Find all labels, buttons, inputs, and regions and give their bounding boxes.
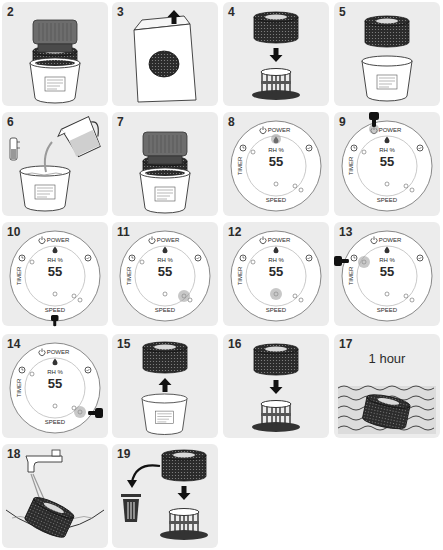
step-number: 18 [7, 448, 20, 460]
speed-label: SPEED [377, 197, 397, 203]
timer-label: TIMER [348, 267, 354, 286]
humidity-value: 55 [48, 377, 62, 390]
timer-label: TIMER [16, 379, 22, 398]
timer-label: TIMER [348, 157, 354, 176]
power-label: POWER [268, 127, 291, 133]
humidity-label: RH % [268, 257, 284, 263]
step-panel: 4 [223, 2, 329, 106]
step-panel: 12POWER TIMER RH % 55SPEED [223, 222, 329, 326]
step-panel: 9POWER TIMER RH % 55SPEED [334, 112, 440, 216]
step-number: 9 [339, 116, 346, 128]
soak-time: 1 hour [369, 352, 406, 365]
humidity-label: RH % [379, 147, 395, 153]
step-number: 15 [117, 338, 130, 350]
step-number: 8 [228, 116, 235, 128]
humidity-value: 55 [269, 155, 283, 168]
step-number: 11 [117, 226, 130, 238]
step-number: 12 [228, 226, 241, 238]
power-label: POWER [157, 237, 180, 243]
humidity-label: RH % [47, 257, 63, 263]
step-number: 14 [7, 338, 20, 350]
speed-label: SPEED [266, 197, 286, 203]
step-number: 10 [7, 226, 20, 238]
power-label: POWER [268, 237, 291, 243]
humidity-value: 55 [48, 265, 62, 278]
step-number: 17 [339, 338, 352, 350]
humidity-label: RH % [47, 369, 63, 375]
power-label: POWER [379, 237, 402, 243]
humidity-label: RH % [379, 257, 395, 263]
step-panel: 10POWER TIMER RH % 55SPEED [2, 222, 108, 326]
humidity-value: 55 [158, 265, 172, 278]
step-number: 2 [7, 6, 14, 18]
speed-label: SPEED [155, 307, 175, 313]
step-panel: 17 1 hour [334, 334, 440, 438]
step-number: 19 [117, 448, 130, 460]
step-panel: 14POWER TIMER RH % 55SPEED [2, 334, 108, 438]
step-number: 3 [117, 6, 124, 18]
humidity-value: 55 [380, 265, 394, 278]
timer-label: TIMER [237, 157, 243, 176]
speed-label: SPEED [266, 307, 286, 313]
step-number: 7 [117, 116, 124, 128]
step-number: 13 [339, 226, 352, 238]
power-label: POWER [47, 349, 70, 355]
speed-label: SPEED [45, 419, 65, 425]
humidity-value: 55 [269, 265, 283, 278]
step-panel: 6 [2, 112, 108, 216]
step-panel: 19 [112, 444, 218, 548]
timer-label: TIMER [126, 267, 132, 286]
step-number: 4 [228, 6, 235, 18]
step-panel: 18 [2, 444, 108, 548]
speed-label: SPEED [45, 307, 65, 313]
humidity-value: 55 [380, 155, 394, 168]
power-label: POWER [47, 237, 70, 243]
step-panel: 16 [223, 334, 329, 438]
humidity-label: RH % [157, 257, 173, 263]
step-panel: 3 [112, 2, 218, 106]
timer-label: TIMER [237, 267, 243, 286]
step-panel: 2 [2, 2, 108, 106]
step-number: 16 [228, 338, 241, 350]
step-panel: 8POWER TIMER RH % 55SPEED [223, 112, 329, 216]
step-panel: 15 [112, 334, 218, 438]
step-number: 5 [339, 6, 346, 18]
power-label: POWER [379, 127, 402, 133]
step-panel: 11POWER TIMER RH % 55SPEED [112, 222, 218, 326]
step-panel: 5 [334, 2, 440, 106]
step-panel: 13POWER TIMER RH % 55SPEED [334, 222, 440, 326]
timer-label: TIMER [16, 267, 22, 286]
step-panel: 7 [112, 112, 218, 216]
humidity-label: RH % [268, 147, 284, 153]
step-number: 6 [7, 116, 14, 128]
speed-label: SPEED [377, 307, 397, 313]
